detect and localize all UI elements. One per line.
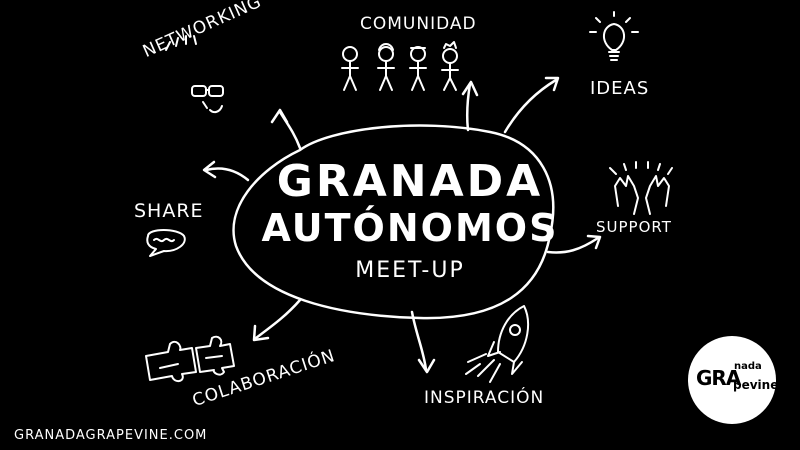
arrow-ideas	[503, 76, 560, 134]
arrow-colaboracion	[252, 298, 302, 342]
label-support: SUPPORT	[596, 218, 672, 236]
logo-text-pevine: pevine	[733, 378, 779, 392]
arrow-inspiracion	[410, 310, 436, 374]
label-comunidad: COMUNIDAD	[360, 14, 477, 34]
footer-url[interactable]: GRANADAGRAPEVINE.COM	[14, 428, 208, 443]
puzzle-icon	[145, 335, 235, 382]
label-share: SHARE	[134, 200, 204, 222]
logo-text-nada: nada	[734, 361, 762, 372]
logo-text-gra: GRA	[696, 366, 741, 390]
title-line-3: MEET-UP	[355, 258, 465, 283]
rocket-icon	[465, 305, 530, 383]
raised-hands-icon	[609, 161, 673, 215]
glasses-face-icon	[165, 35, 224, 114]
label-inspiracion: INSPIRACIÓN	[424, 388, 545, 408]
central-blob	[232, 124, 555, 320]
lightbulb-icon	[589, 11, 639, 61]
arrow-support	[546, 234, 602, 254]
arrow-comunidad	[461, 80, 479, 132]
people-icon	[341, 41, 459, 91]
speech-bubble-icon	[146, 229, 186, 257]
arrow-share	[202, 160, 250, 182]
label-ideas: IDEAS	[590, 78, 650, 99]
arrow-networking	[270, 108, 302, 150]
title-line-1: GRANADA	[276, 156, 544, 207]
grapevine-logo[interactable]: GRA nada pevine	[688, 336, 779, 424]
title-line-2: AUTÓNOMOS	[261, 206, 559, 250]
